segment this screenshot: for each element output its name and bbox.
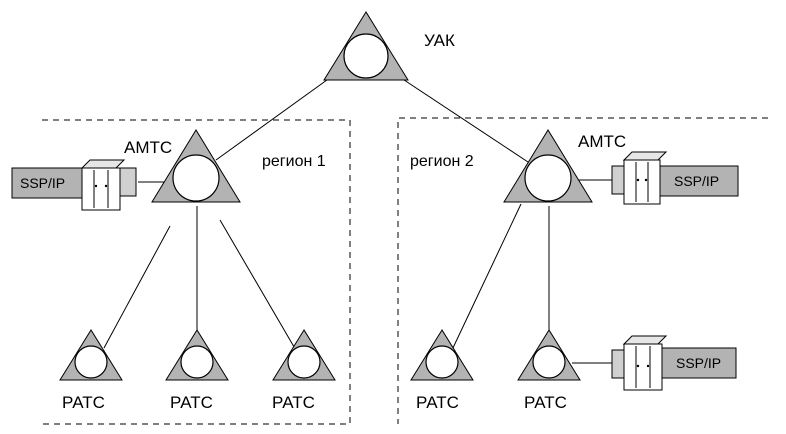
ssp-2-label: SSP/IP: [674, 173, 719, 189]
amts-2-node: АМТС: [503, 129, 626, 203]
rats-1a-label: РАТС: [62, 393, 105, 412]
amts-1-label: АМТС: [124, 138, 172, 157]
rats-1c-node: РАТС: [272, 329, 336, 412]
rats-2a-label: РАТС: [416, 393, 459, 412]
ssp-1-label: SSP/IP: [20, 175, 65, 191]
ssp-ip-server-2: SSP/IP: [611, 151, 739, 205]
region-1-frame: [42, 119, 351, 425]
ssp-ip-server-1: SSP/IP: [11, 159, 137, 211]
uak-node: УАК: [323, 11, 455, 81]
amts-1-node: АМТС: [124, 129, 241, 203]
rats-2b-node: РАТС: [517, 329, 581, 412]
rats-2a-node: РАТС: [410, 329, 474, 412]
ssp-3-label: SSP/IP: [676, 355, 721, 371]
link-uak-amts2: [391, 71, 529, 163]
uak-label: УАК: [424, 31, 455, 50]
link-uak-amts1: [215, 71, 339, 161]
ssp-ip-server-3: SSP/IP: [611, 335, 737, 391]
link-amts1-rats1a: [103, 225, 171, 349]
links: [103, 71, 614, 364]
link-amts2-rats2a: [451, 203, 522, 351]
region-2-frame: [397, 117, 768, 424]
rats-1c-label: РАТС: [272, 393, 315, 412]
amts-2-label: АМТС: [578, 132, 626, 151]
link-amts1-rats1c: [219, 219, 298, 353]
region-2-label: регион 2: [410, 153, 474, 170]
region-1-label: регион 1: [262, 153, 326, 170]
rats-2b-label: РАТС: [524, 393, 567, 412]
rats-1b-node: РАТС: [165, 329, 229, 412]
rats-1b-label: РАТС: [170, 393, 213, 412]
rats-1a-node: РАТС: [59, 329, 123, 412]
